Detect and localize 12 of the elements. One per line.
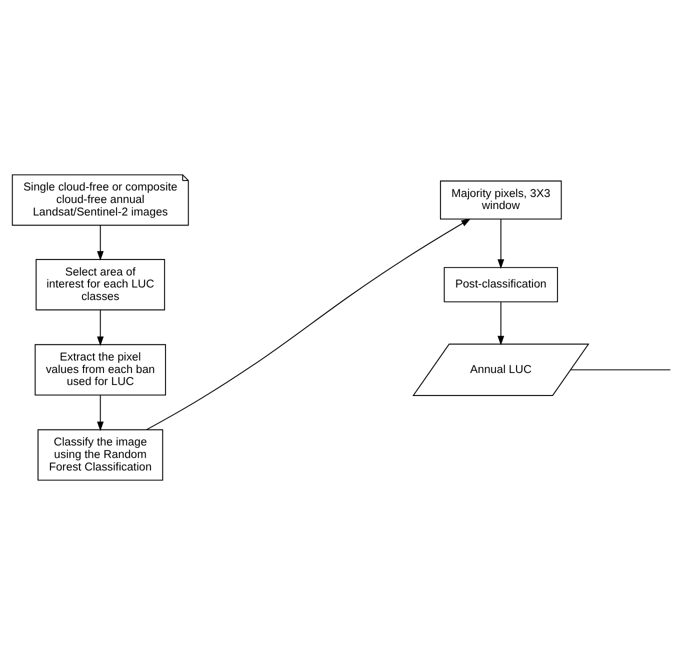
node-box: Majority pixels, 3X3 window xyxy=(440,180,562,220)
connector xyxy=(570,369,671,370)
arrow xyxy=(498,302,504,346)
node-box: Extract the pixel values from each ban used for LUC xyxy=(34,344,166,396)
node-box: Classify the image using the Random Forest Classification xyxy=(38,429,164,481)
arrow xyxy=(97,310,104,346)
node-box: Post-classification xyxy=(444,267,558,302)
arrow xyxy=(498,218,504,269)
arrow xyxy=(97,224,104,261)
arrow xyxy=(97,394,104,432)
node-box: Select area of interest for each LUC classes xyxy=(36,259,166,310)
arrow xyxy=(146,218,471,430)
